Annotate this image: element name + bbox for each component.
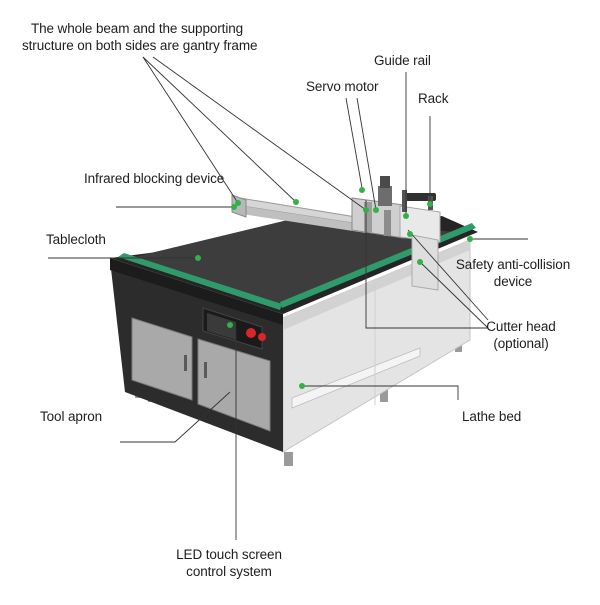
label-safety-line2: device: [493, 274, 533, 289]
marker-dot: [299, 383, 305, 389]
cabinet-door-left: [131, 317, 193, 401]
label-cutter-line2: (optional): [493, 336, 549, 351]
marker-dot: [427, 201, 433, 207]
marker-dot: [195, 255, 201, 261]
label-led-control-system: LED touch screen control system: [164, 546, 294, 580]
servo-motor-block: [378, 186, 392, 206]
door-handle: [204, 362, 207, 378]
marker-dot: [293, 199, 299, 205]
label-safety-line1: Safety anti-collision: [455, 257, 571, 272]
emergency-button: [246, 328, 256, 338]
label-lathe-bed: Lathe bed: [462, 409, 522, 424]
leader-line: [142, 56, 297, 203]
marker-dot: [231, 204, 237, 210]
label-safety-anti-collision: Safety anti-collision device: [452, 256, 574, 290]
leader-line: [302, 385, 459, 400]
marker-dot: [407, 231, 413, 237]
marker-dot: [235, 200, 241, 206]
label-gantry-frame: The whole beam and the supporting struct…: [22, 20, 258, 54]
leader-line: [152, 56, 367, 211]
tool-holder: [384, 210, 391, 236]
label-servo-motor: Servo motor: [306, 79, 379, 94]
foot: [284, 452, 293, 466]
control-screen: [207, 313, 236, 340]
foot: [380, 390, 388, 402]
label-cutter-line1: Cutter head: [486, 319, 556, 334]
cabinet-door-right: [197, 338, 271, 432]
label-guide-rail: Guide rail: [374, 53, 431, 68]
label-tool-apron: Tool apron: [40, 409, 103, 424]
servo-motor-cap: [380, 176, 390, 188]
label-rack: Rack: [418, 91, 449, 106]
leader-line: [419, 261, 489, 329]
tool-holder: [364, 202, 372, 232]
label-infrared-blocking-device: Infrared blocking device: [84, 171, 225, 186]
marker-dot: [227, 322, 233, 328]
label-tablecloth: Tablecloth: [46, 232, 106, 247]
lathe-bed-slot: [291, 347, 421, 409]
leader-line: [365, 200, 488, 329]
gantry-beam-front: [242, 206, 366, 233]
front-top-rim: [110, 258, 283, 325]
leader-line: [120, 391, 231, 443]
door-handle: [184, 355, 187, 371]
label-gantry-line1: The whole beam and the supporting: [30, 21, 244, 36]
marker-dot: [467, 236, 473, 242]
marker-dot: [403, 213, 409, 219]
label-led-line2: control system: [186, 564, 272, 579]
leader-line: [345, 97, 363, 189]
leader-line: [142, 56, 239, 204]
guide-rail-post: [402, 190, 407, 212]
label-cutter-head: Cutter head (optional): [486, 318, 556, 352]
rack-bar: [402, 193, 436, 201]
marker-dots: [195, 187, 473, 389]
marker-dot: [417, 259, 423, 265]
leader-lines: [48, 56, 528, 540]
label-gantry-line2: structure on both sides are gantry frame: [22, 38, 258, 53]
label-led-line1: LED touch screen: [176, 547, 282, 562]
marker-dot: [373, 207, 379, 213]
gantry-right-leg: [411, 234, 439, 291]
marker-dot: [359, 187, 365, 193]
marker-dot: [363, 207, 369, 213]
leader-line: [356, 97, 377, 211]
green-rail-left: [118, 253, 282, 310]
leader-line: [407, 229, 489, 321]
emergency-button: [258, 333, 266, 341]
